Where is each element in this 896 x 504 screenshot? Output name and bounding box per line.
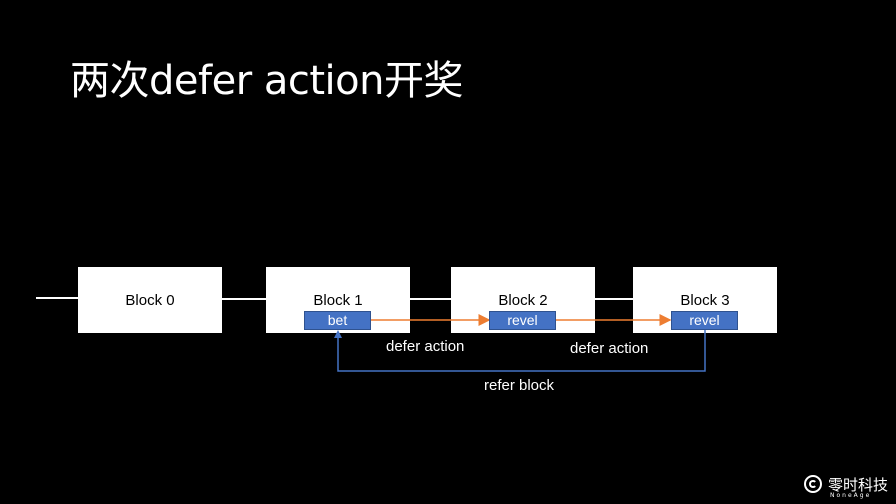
logo-name: 零时科技 [828,476,889,494]
refer-block-arrow [337,330,706,372]
company-logo: 零时科技 NoneAge [804,472,892,500]
bet-tag: bet [304,311,371,330]
chain-line-start [36,297,78,299]
block-2-label: Block 2 [498,292,548,309]
chain-line-2-3 [594,298,633,300]
refer-block-label: refer block [484,377,555,394]
block-1-label: Block 1 [313,292,363,309]
refer-block-arrowhead [334,330,342,338]
chain-line-1-2 [409,298,451,300]
block-3-label: Block 3 [680,292,730,309]
block-1: Block 1 [266,267,410,333]
slide-title: 两次defer action开奖 [70,58,463,104]
defer-action-label-2: defer action [570,340,649,357]
block-0-label: Block 0 [125,292,175,309]
revel-tag-block-2: revel [489,311,556,330]
revel-tag-block-3: revel [671,311,738,330]
chain-line-0-1 [221,298,266,300]
logo-mark-icon [804,475,822,493]
block-0: Block 0 [78,267,222,333]
defer-action-label-1: defer action [386,338,465,355]
logo-subtitle: NoneAge [830,492,872,499]
